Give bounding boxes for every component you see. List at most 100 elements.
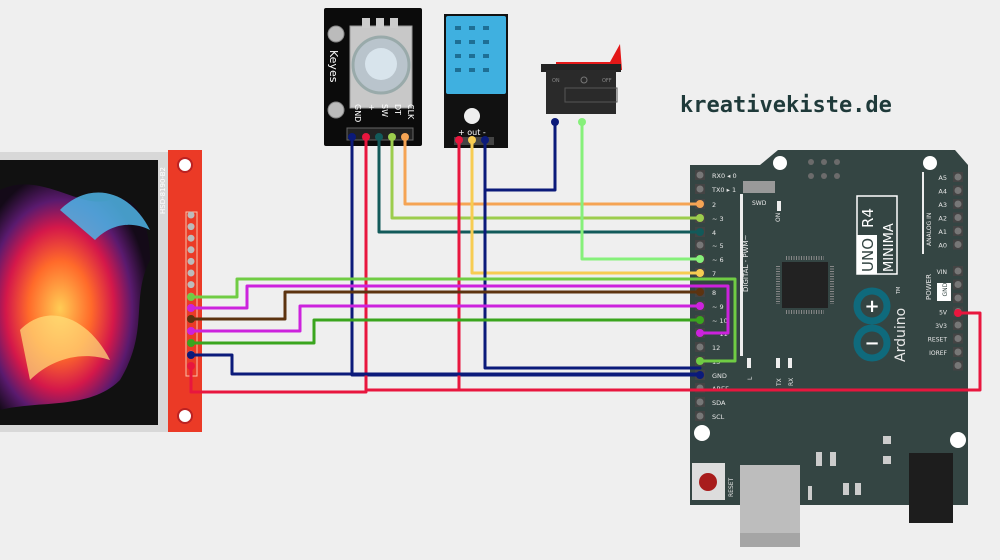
arduino-pin-label: TX0 ▸ 1: [711, 186, 736, 194]
wire-tft-to-d13: [189, 277, 737, 363]
encoder-pin-label: CLK: [406, 104, 415, 120]
arduino-pin-label: A0: [938, 242, 947, 250]
reset-label: RESET: [728, 477, 735, 497]
wire-end-dot: [954, 309, 962, 317]
arduino-pin-label: 8: [712, 289, 716, 297]
wire-end-dot: [187, 351, 195, 359]
wire-end-dot: [455, 136, 463, 144]
wire-end-dot: [578, 118, 586, 126]
wire-tft-vcc: [189, 364, 368, 394]
wire-dht-out-to-d7: [470, 138, 702, 275]
arduino-pin-label: SCL: [712, 413, 725, 421]
board-name-minima: MINIMA: [882, 223, 897, 272]
svg-text:−: −: [864, 333, 879, 354]
arduino-pin-label: ~ 5: [712, 242, 724, 250]
led-l-label: L: [747, 376, 754, 380]
arduino-pin: [954, 267, 962, 275]
wire-end-dot: [696, 269, 704, 277]
encoder-brand: Keyes: [327, 50, 340, 83]
wire-end-dot: [696, 288, 704, 296]
arduino-pin: [696, 412, 704, 420]
arduino-pin: [954, 348, 962, 356]
arduino-pin-label: ~ 9: [712, 303, 724, 311]
rocker-switch[interactable]: ON OFF: [541, 44, 622, 114]
wire-dht-gnd: [483, 138, 702, 370]
arduino-pin: [954, 362, 962, 369]
switch-on-label: ON: [552, 78, 560, 84]
arduino-pin: [696, 185, 704, 193]
svg-text:+: +: [864, 296, 879, 317]
led-rx-label: RX: [788, 378, 795, 386]
wire-end-dot: [696, 228, 704, 236]
arduino-logo: + −: [853, 287, 891, 362]
arduino-pin-label: RX0 ◂ 0: [712, 172, 737, 180]
wire-switch-to-d6: [580, 120, 702, 261]
arduino-pin: [954, 173, 962, 181]
encoder-pin-label: DT: [393, 104, 402, 115]
wire-end-dot: [388, 133, 396, 141]
display-model-label: HSD-8190-B2: [159, 167, 167, 214]
wire-tft-to-d10: [189, 318, 702, 345]
arduino-pin-label: SDA: [712, 399, 726, 407]
wire-end-dot: [375, 133, 383, 141]
wire-end-dot: [187, 362, 195, 370]
wire-end-dot: [696, 357, 704, 365]
wire-end-dot: [187, 293, 195, 301]
wire-end-dot: [696, 329, 704, 337]
arduino-pin-label: ~ 3: [712, 215, 724, 223]
wire-end-dot: [696, 302, 704, 310]
wire-end-dot: [696, 255, 704, 263]
wire-end-dot: [187, 304, 195, 312]
trademark: TM: [896, 287, 902, 295]
arduino-pin: [954, 214, 962, 221]
encoder-pin-label: +: [367, 104, 376, 111]
arduino-pin: [696, 241, 704, 249]
tft-pin: [187, 234, 195, 242]
wire-end-dot: [696, 316, 704, 324]
arduino-pin-label: 3V3: [935, 323, 947, 330]
wire-clk-to-d2: [403, 135, 702, 206]
arduino-pin-label: A4: [938, 188, 947, 196]
arduino-pin-label: 12: [712, 344, 720, 352]
on-led-label: ON: [775, 213, 782, 222]
arduino-pin: [954, 281, 962, 288]
board-name-uno: UNO: [859, 238, 877, 272]
wire-end-dot: [362, 133, 370, 141]
wire-tft-to-d11: [189, 284, 730, 335]
arduino-pin: [696, 398, 704, 406]
arduino-pin: [954, 227, 962, 235]
wire-end-dot: [187, 315, 195, 323]
wire-switch-gnd: [483, 120, 557, 192]
wire-end-dot: [696, 214, 704, 222]
arduino-pin-label: VIN: [937, 269, 947, 276]
wire-tft-to-d8: [189, 290, 702, 321]
wire-tft-to-d9: [189, 304, 702, 333]
wire-end-dot: [481, 136, 489, 144]
arduino-pin-label: ~ 6: [712, 256, 724, 264]
arduino-pin-label: 4: [712, 229, 716, 237]
arduino-pin-label: A1: [938, 228, 947, 236]
digital-pwm-label: DIGITAL - PWM~: [742, 234, 750, 292]
power-label: POWER: [925, 274, 933, 300]
arduino-uno-r4-minima: SWD ON DIGITAL - PWM~ UNO R4 MINIMA + − …: [690, 150, 968, 547]
tft-pin: [187, 269, 195, 277]
wire-end-dot: [401, 133, 409, 141]
arduino-pin-label: GND: [712, 372, 727, 380]
wire-end-dot: [468, 136, 476, 144]
arduino-pin-label: 5V: [939, 310, 948, 317]
wire-end-dot: [187, 339, 195, 347]
wire-end-dot: [348, 133, 356, 141]
arduino-pin: [696, 171, 704, 179]
arduino-pin-label: 2: [712, 201, 716, 209]
wire-end-dot: [187, 327, 195, 335]
led-tx-label: TX: [776, 378, 783, 387]
tft-display: HSD-8190-B2: [0, 150, 202, 432]
wire-sw-to-d4: [377, 135, 702, 234]
arduino-pin-label: ~ 10: [712, 317, 728, 325]
reset-button[interactable]: [692, 463, 725, 500]
arduino-pin: [696, 343, 704, 351]
arduino-pin-label: 7: [712, 270, 716, 278]
tft-pin: [187, 257, 195, 265]
